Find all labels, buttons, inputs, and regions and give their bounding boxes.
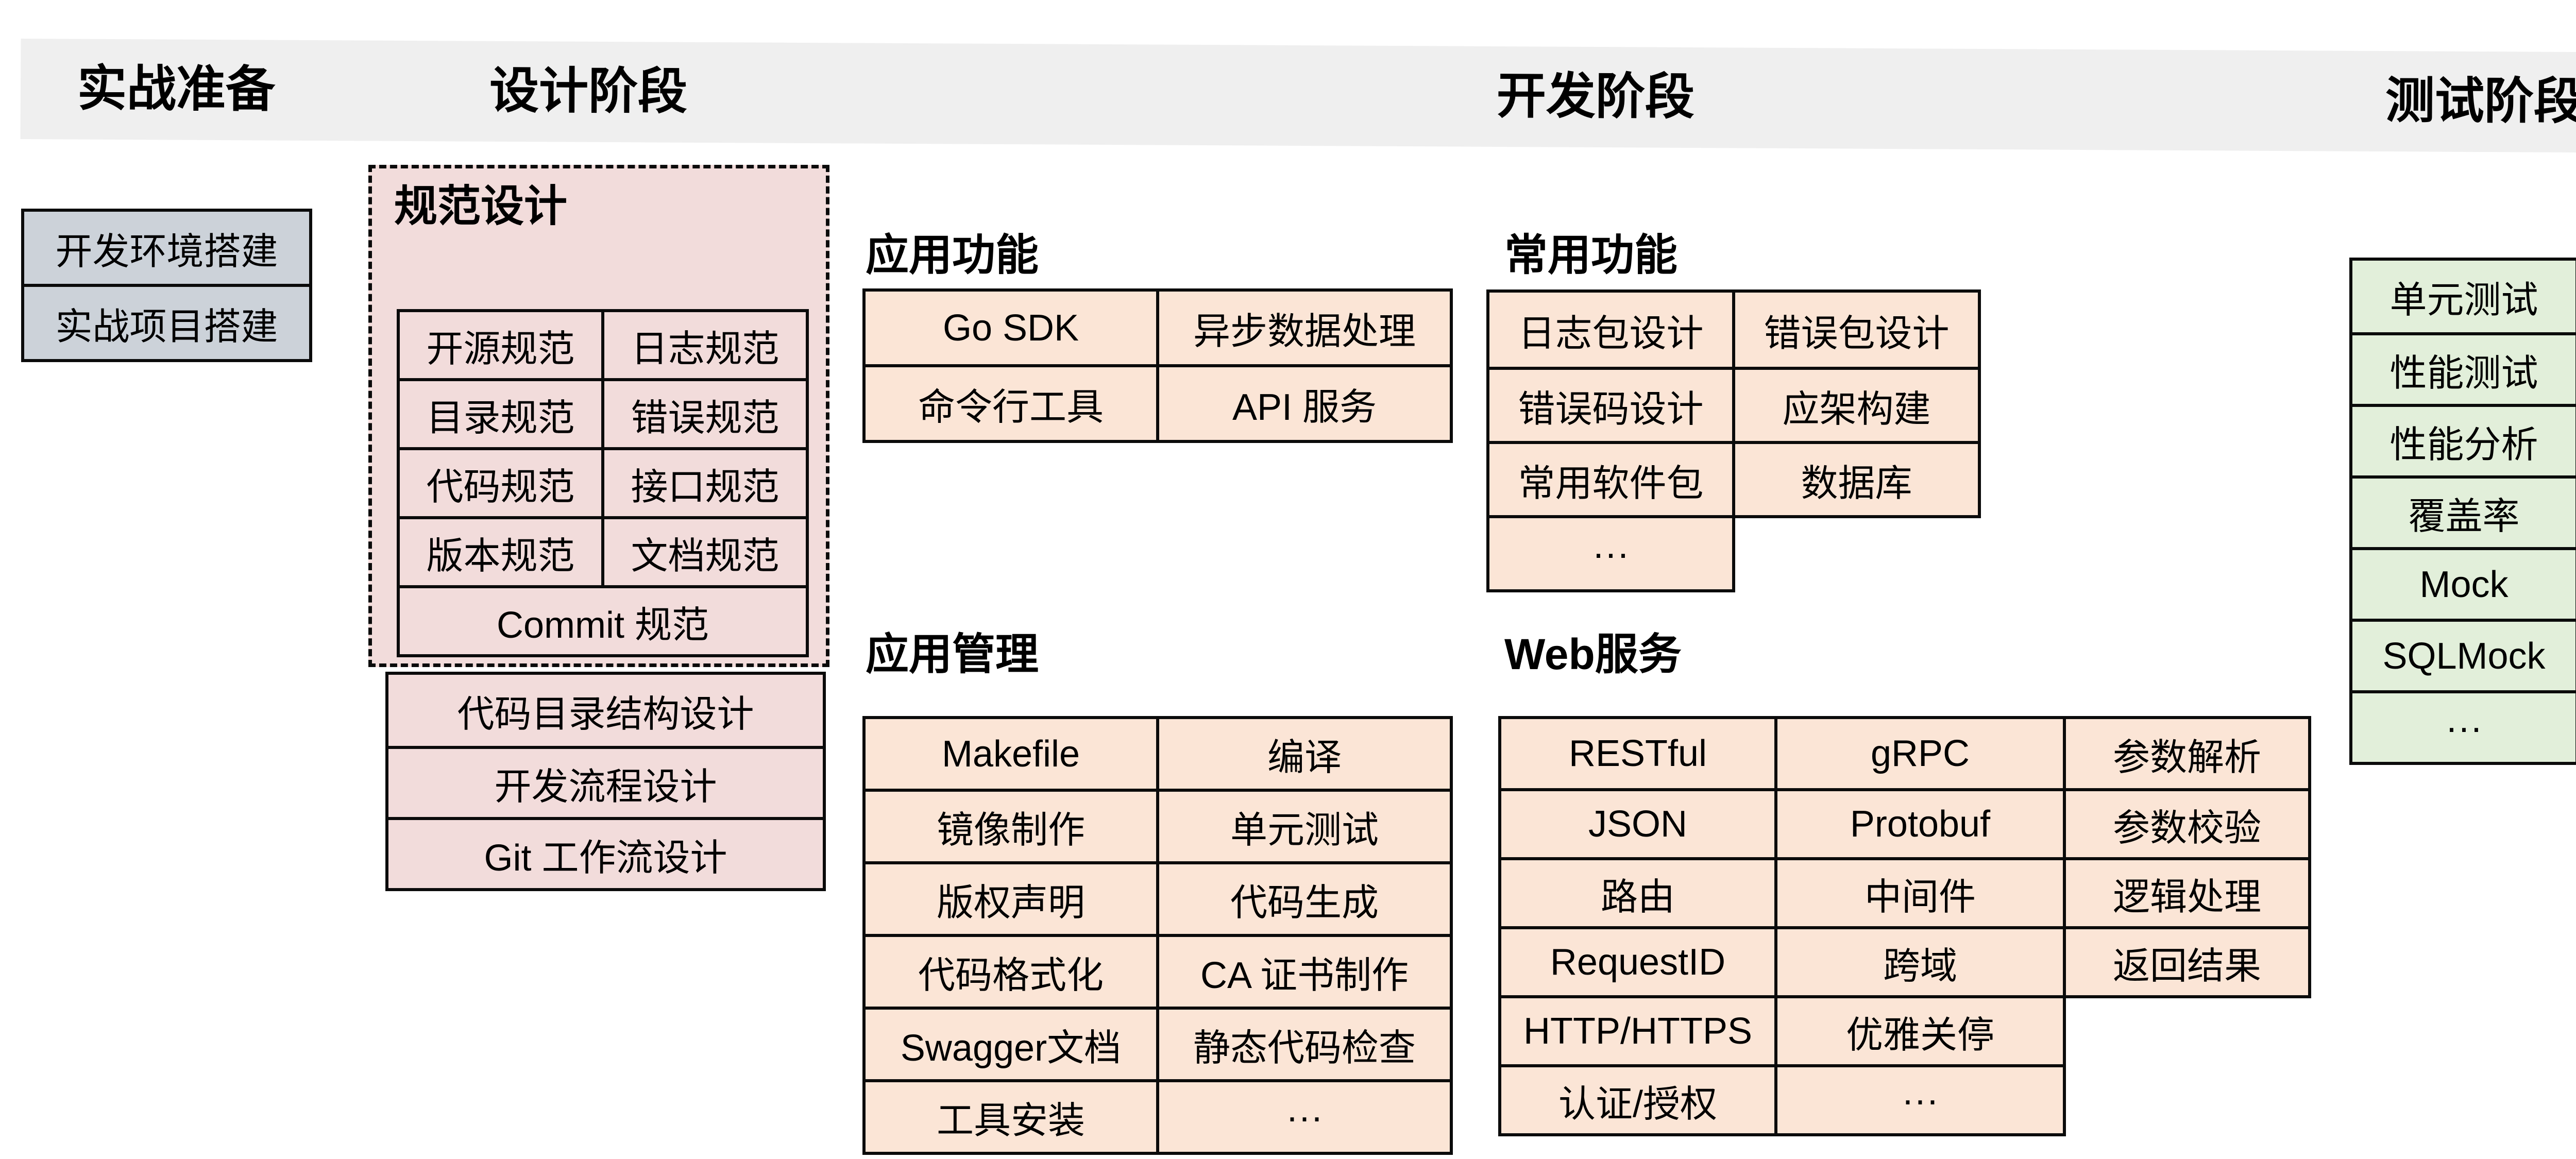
feature-cell: JSON: [1501, 788, 1774, 857]
feature-cell: HTTP/HTTPS: [1501, 995, 1774, 1064]
app-management-table: Makefile 编译 镜像制作 单元测试 版权声明 代码生成 代码格式化 CA…: [862, 716, 1453, 1155]
feature-cell: 中间件: [1777, 857, 2063, 926]
feature-cell: RESTful: [1568, 733, 1707, 774]
table-row: 目录规范 错误规范: [400, 378, 806, 447]
table-row: 版本规范 文档规范: [400, 516, 806, 585]
feature-cell: gRPC: [1870, 733, 1970, 774]
test-item: 性能分析: [2352, 404, 2575, 475]
table-row: 代码格式化 CA 证书制作: [866, 934, 1450, 1007]
phase-label-test: 测试阶段: [2385, 73, 2576, 130]
timeline-arrow-body: [20, 39, 2576, 156]
feature-cell: 代码生成: [1156, 864, 1450, 934]
section-title-app-features: 应用功能: [866, 231, 1039, 279]
table-row: Makefile 编译: [866, 719, 1450, 789]
table-row: 开源规范 日志规范: [400, 312, 806, 378]
table-row: 开发环境搭建: [24, 212, 309, 284]
table-row: 镜像制作 单元测试: [866, 789, 1450, 861]
feature-cell: 异步数据处理: [1156, 292, 1450, 364]
feature-cell: 镜像制作: [936, 810, 1085, 851]
common-features-col2: 错误包设计 应架构建 数据库: [1732, 289, 1981, 518]
test-list: 单元测试 性能测试 性能分析 覆盖率 Mock SQLMock ···: [2349, 258, 2576, 765]
feature-cell: ···: [1156, 1082, 1450, 1152]
feature-cell: 数据库: [1735, 441, 1978, 515]
feature-cell: 路由: [1501, 857, 1774, 926]
test-item: Mock: [2352, 547, 2575, 619]
feature-cell: 工具安装: [936, 1100, 1085, 1141]
feature-cell: 版权声明: [936, 882, 1085, 924]
feature-cell: API 服务: [1156, 367, 1450, 440]
spec-cell: 目录规范: [426, 397, 575, 439]
web-service-col2: gRPC Protobuf 中间件 跨域 优雅关停 ···: [1774, 716, 2066, 1136]
section-title-app-management: 应用管理: [866, 630, 1039, 678]
web-service-col3: 参数解析 参数校验 逻辑处理 返回结果: [2063, 716, 2311, 998]
prep-table: 开发环境搭建 实战项目搭建: [21, 209, 312, 362]
spec-cell: 日志规范: [601, 312, 806, 378]
test-item: SQLMock: [2352, 619, 2575, 690]
test-item: 单元测试: [2389, 280, 2538, 321]
feature-cell: 错误包设计: [1764, 313, 1950, 354]
spec-cell: 错误规范: [601, 381, 806, 447]
table-row: 代码规范 接口规范: [400, 447, 806, 516]
feature-cell: Go SDK: [942, 307, 1079, 349]
feature-cell: 代码格式化: [918, 955, 1104, 996]
test-item: 覆盖率: [2352, 475, 2575, 547]
spec-cell: 文档规范: [601, 519, 806, 585]
feature-cell: 参数解析: [2112, 737, 2261, 778]
phase-label-design: 设计阶段: [489, 63, 688, 120]
feature-cell: 优雅关停: [1777, 995, 2063, 1064]
feature-cell: 应架构建: [1735, 367, 1978, 441]
feature-cell: Protobuf: [1777, 788, 2063, 857]
common-features-col1: 日志包设计 错误码设计 常用软件包 ···: [1486, 289, 1735, 592]
feature-cell: 静态代码检查: [1156, 1010, 1450, 1079]
spec-design-table: 开源规范 日志规范 目录规范 错误规范 代码规范 接口规范 版本规范 文档规范 …: [397, 309, 809, 657]
prep-item: 实战项目搭建: [55, 306, 278, 348]
phase-label-develop: 开发阶段: [1496, 69, 1695, 125]
phase-label-prep: 实战准备: [77, 61, 276, 117]
section-title-common-features: 常用功能: [1504, 231, 1678, 279]
table-row: Go SDK 异步数据处理: [866, 292, 1450, 364]
feature-cell: 逻辑处理: [2066, 857, 2308, 926]
table-row: 实战项目搭建: [24, 284, 309, 359]
feature-cell: 编译: [1156, 719, 1450, 789]
section-title-web-service: Web服务: [1504, 630, 1682, 678]
design-item: 开发流程设计: [388, 746, 823, 817]
feature-cell: ···: [1777, 1064, 2063, 1133]
spec-cell: 接口规范: [601, 450, 806, 516]
feature-cell: 命令行工具: [918, 387, 1104, 428]
feature-cell: 单元测试: [1156, 792, 1450, 861]
table-row: 命令行工具 API 服务: [866, 364, 1450, 440]
feature-cell: Swagger文档: [900, 1028, 1122, 1069]
table-row: 工具安装 ···: [866, 1079, 1450, 1152]
feature-cell: 返回结果: [2066, 926, 2308, 995]
feature-cell: Makefile: [941, 733, 1080, 775]
prep-item: 开发环境搭建: [55, 231, 278, 272]
app-features-table: Go SDK 异步数据处理 命令行工具 API 服务: [862, 288, 1453, 443]
test-item: 性能测试: [2352, 332, 2575, 404]
table-row: Commit 规范: [400, 585, 806, 654]
table-row: Swagger文档 静态代码检查: [866, 1007, 1450, 1079]
spec-footer-cell: Commit 规范: [497, 604, 709, 646]
feature-cell: 认证/授权: [1501, 1064, 1774, 1133]
design-item: 代码目录结构设计: [457, 693, 754, 735]
feature-cell: 参数校验: [2066, 788, 2308, 857]
design-item: Git 工作流设计: [388, 817, 823, 888]
spec-cell: 版本规范: [426, 535, 575, 577]
spec-cell: 代码规范: [426, 466, 575, 508]
table-row: 版权声明 代码生成: [866, 861, 1450, 934]
test-item: ···: [2352, 690, 2575, 762]
section-title-spec-design: 规范设计: [394, 182, 568, 230]
feature-cell: RequestID: [1501, 926, 1774, 995]
feature-cell: 常用软件包: [1489, 441, 1732, 515]
web-service-col1: RESTful JSON 路由 RequestID HTTP/HTTPS 认证/…: [1498, 716, 1777, 1136]
feature-cell: CA 证书制作: [1156, 937, 1450, 1007]
feature-cell: 错误码设计: [1489, 367, 1732, 441]
feature-cell: 日志包设计: [1518, 313, 1704, 354]
design-list: 代码目录结构设计 开发流程设计 Git 工作流设计: [385, 672, 826, 891]
feature-cell: ···: [1489, 515, 1732, 589]
feature-cell: 跨域: [1777, 926, 2063, 995]
spec-cell: 开源规范: [426, 328, 575, 370]
